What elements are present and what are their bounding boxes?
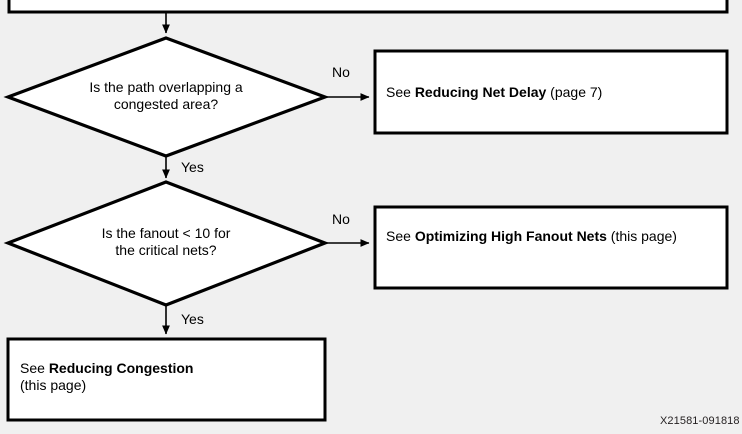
- decision-fanout-shape: [3, 180, 330, 307]
- action-high-fanout-label: See Optimizing High Fanout Nets (this pa…: [386, 228, 716, 245]
- action-net-delay-suffix: (page 7): [546, 84, 603, 100]
- action-reducing-congestion-bold: Reducing Congestion: [48, 360, 194, 376]
- action-high-fanout-suffix: (this page): [606, 228, 677, 244]
- action-net-delay-label: See Reducing Net Delay (page 7): [386, 84, 718, 101]
- edge-label-no-fanout: No: [332, 211, 350, 227]
- edge-label-yes-congestion: Yes: [181, 159, 204, 175]
- action-high-fanout-bold: Optimizing High Fanout Nets: [414, 228, 607, 244]
- decision-congestion-label: Is the path overlapping a congested area…: [89, 79, 243, 112]
- top-partial-box: [7, 0, 729, 14]
- decision-fanout-label: Is the fanout < 10 for the critical nets…: [101, 225, 231, 258]
- action-net-delay-shape: [373, 49, 729, 135]
- decision-congestion-shape: [3, 36, 330, 158]
- action-reducing-congestion-label: See Reducing Congestion (this page): [20, 360, 320, 394]
- action-high-fanout-shape: [373, 205, 729, 290]
- action-reducing-congestion-shape: [6, 337, 327, 422]
- action-high-fanout-prefix: See: [386, 228, 415, 244]
- action-net-delay-bold: Reducing Net Delay: [414, 84, 547, 100]
- edge-label-yes-fanout: Yes: [181, 311, 204, 327]
- edge-label-no-congestion: No: [332, 64, 350, 80]
- figure-id-label: X21581-091818: [660, 415, 740, 427]
- action-net-delay-prefix: See: [386, 84, 415, 100]
- action-reducing-congestion-suffix: (this page): [20, 377, 87, 393]
- action-reducing-congestion-prefix: See: [20, 360, 49, 376]
